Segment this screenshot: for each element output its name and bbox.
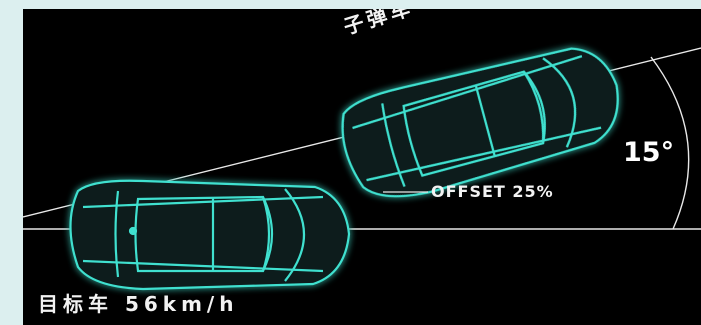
offset-label: OFFSET 25% [431, 182, 554, 201]
target-car [69, 179, 351, 291]
bullet-car [341, 47, 619, 198]
diagram-canvas: 子弹车 56km/ OFFSET 25% 15° 目标车 56km/h [23, 9, 701, 325]
angle-arc [650, 56, 690, 230]
angle-label: 15° [623, 137, 675, 168]
target-car-label: 目标车 56km/h [38, 292, 239, 316]
diagram-graphics [23, 47, 701, 291]
